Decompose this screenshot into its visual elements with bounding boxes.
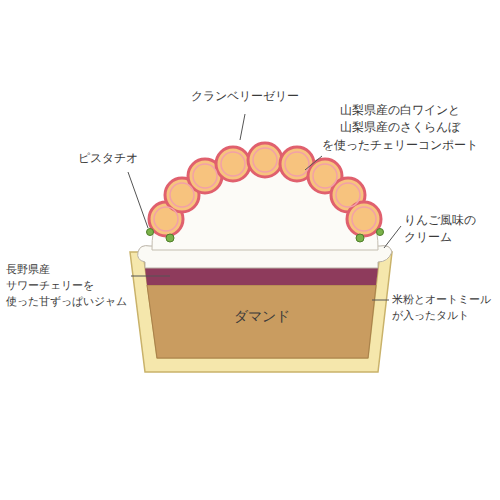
callout-label: 米粉とオートミール が入ったタルト xyxy=(392,292,491,324)
cranberry-jelly xyxy=(154,148,376,231)
tart-shell xyxy=(130,252,392,372)
cherry-compote xyxy=(149,143,381,236)
callout-label: りんご風味の クリーム xyxy=(404,212,476,247)
callout-label: クランベリーゼリー xyxy=(191,88,299,105)
callout-label: 山梨県産の白ワインと 山梨県産のさくらんぼ を使ったチェリーコンポート xyxy=(322,102,478,154)
callout-label: 長野県産 サワーチェリーを 使った甘ずっぱいジャム xyxy=(6,262,127,310)
pistachio xyxy=(147,229,384,243)
cream-dome xyxy=(152,170,378,250)
almond-cream xyxy=(147,285,376,358)
cherry-jam xyxy=(145,268,378,285)
callout-label: ダマンド xyxy=(234,306,290,326)
callout-label: ピスタチオ xyxy=(78,150,138,167)
